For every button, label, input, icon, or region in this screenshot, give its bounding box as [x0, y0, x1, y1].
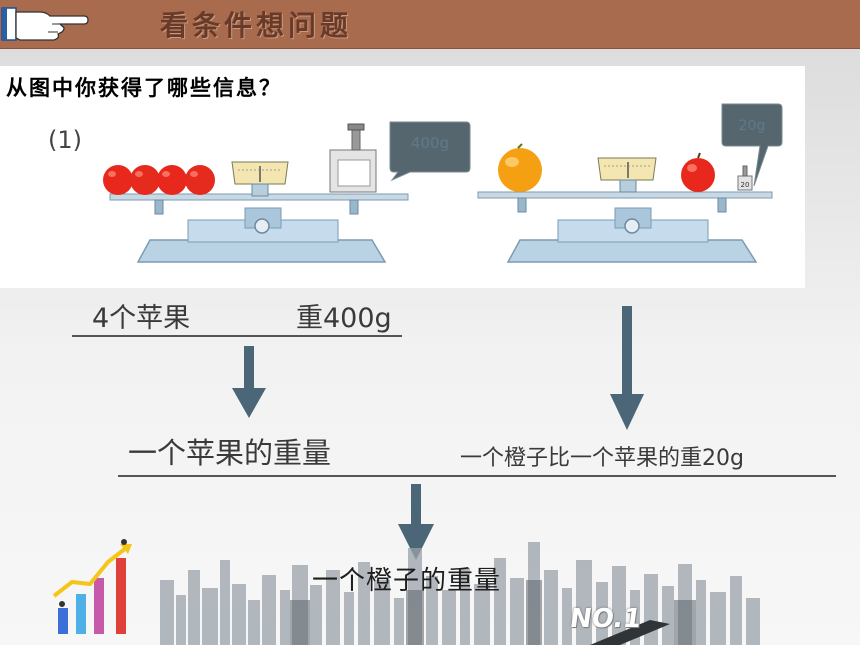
title-bar: 看条件想问题: [0, 0, 860, 49]
bubble-400g: 400g: [389, 121, 471, 182]
orange: [498, 143, 542, 192]
condition-apples: 4个苹果: [92, 303, 191, 334]
condition-weight: 重400g: [296, 303, 392, 334]
step-apple-weight: 一个苹果的重量: [128, 436, 332, 470]
condition-orange: 一个橙子比一个苹果的重20g: [460, 446, 744, 471]
divider-top: [72, 335, 402, 337]
four-apples: [103, 165, 215, 195]
city-skyline-image: [160, 542, 760, 645]
weight-20-mark: 20: [741, 181, 750, 189]
bubble-20g-label: 20g: [739, 118, 766, 134]
bubble-400g-label: 400g: [411, 134, 449, 152]
arrow-down-left: [232, 346, 266, 418]
growth-bars-icon: [52, 539, 132, 634]
figure-number: (1): [48, 126, 82, 154]
question-text: 从图中你获得了哪些信息？: [6, 75, 282, 100]
divider-bottom: [118, 475, 836, 477]
weight-20g: 20: [737, 165, 753, 191]
left-scale: [109, 161, 409, 263]
balance-scales-figure: (1) 400g: [48, 103, 783, 263]
arrow-down-center: [398, 484, 434, 560]
arrow-down-right: [610, 306, 644, 430]
weight-400g: [329, 123, 377, 193]
result-orange-weight: 一个橙子的重量: [312, 566, 502, 596]
apple-right: [681, 152, 715, 192]
page-title: 看条件想问题: [160, 9, 353, 42]
right-scale: [477, 157, 773, 263]
bubble-20g: 20g: [721, 103, 783, 187]
no1-badge: NO.1: [567, 604, 644, 634]
pointing-hand-icon: [1, 7, 89, 41]
